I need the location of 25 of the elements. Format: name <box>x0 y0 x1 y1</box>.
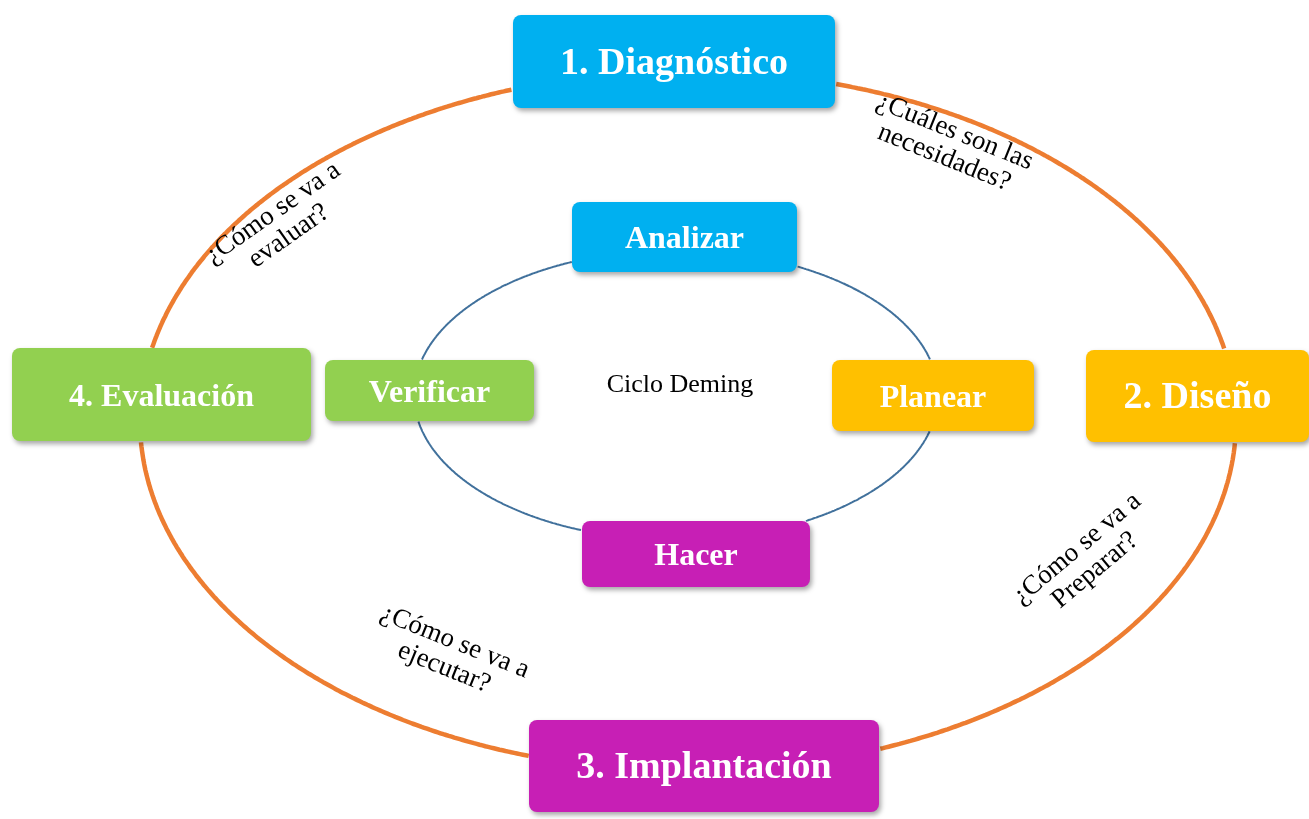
cycle-arc <box>421 261 573 361</box>
stage-label: Verificar <box>368 371 491 411</box>
stage-box <box>572 202 797 272</box>
cycle-arc <box>879 442 1238 751</box>
stage-box <box>513 15 835 108</box>
stage-label: 4. Evaluación <box>69 375 254 415</box>
stage-label: 2. Diseño <box>1123 373 1272 419</box>
cycle-arc <box>835 81 1227 350</box>
stage-label: Hacer <box>654 535 738 574</box>
stage-label: 3. Implantación <box>576 743 832 789</box>
stage-box <box>1086 350 1309 442</box>
cycle-arc <box>138 442 530 759</box>
stage-box <box>529 720 879 812</box>
stage-label: 1. Diagnóstico <box>560 38 788 84</box>
stage-label: Analizar <box>624 218 745 257</box>
cycle-arc <box>417 420 582 532</box>
cycle-arc <box>150 87 512 349</box>
cycle-arc <box>796 265 931 361</box>
stage-box <box>832 360 1034 431</box>
stage-box <box>12 348 311 441</box>
stage-box <box>582 521 810 587</box>
center-label: Ciclo Deming <box>605 370 755 398</box>
stage-box <box>325 360 534 421</box>
stage-label: Planear <box>879 376 987 416</box>
cycle-arc <box>804 430 931 522</box>
